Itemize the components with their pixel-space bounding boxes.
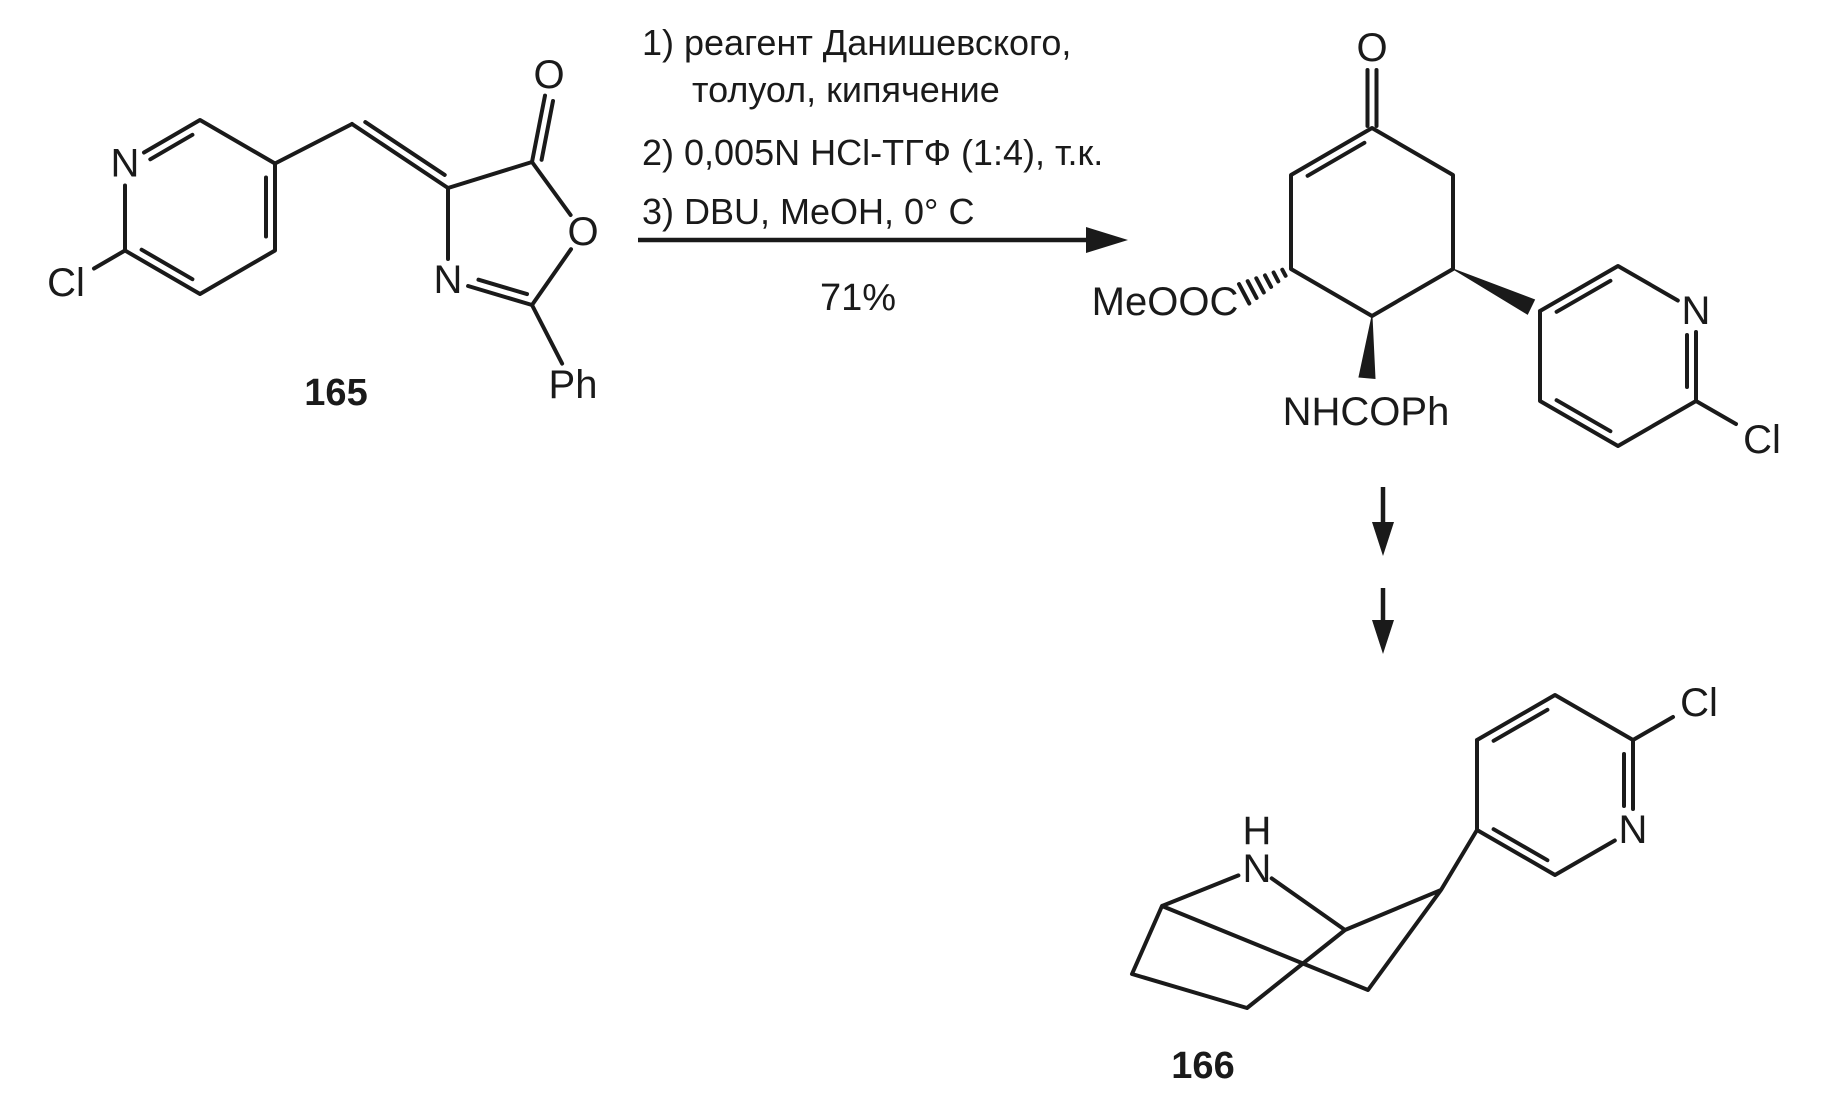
ring-alkene-inner-line bbox=[1305, 140, 1367, 178]
cl-bond bbox=[92, 248, 127, 271]
hash-stroke-6 bbox=[1237, 282, 1252, 306]
final-pyridine-double-inner-lines bbox=[1491, 707, 1626, 863]
condition-step1-line2: толуол, кипячение bbox=[692, 69, 1000, 110]
multistep-arrow-1-head bbox=[1372, 522, 1394, 556]
compound-166-number: 166 bbox=[1171, 1045, 1234, 1087]
pyridyl-bold-wedge bbox=[1452, 268, 1536, 315]
ester-group-label: MeOOC bbox=[1092, 280, 1239, 324]
yield-label: 71% bbox=[820, 277, 896, 319]
oxazolone-carbonyl-o-label: O bbox=[533, 53, 564, 97]
pyridine-double-bond-inner-lines bbox=[139, 132, 268, 282]
final-pyridine-n-label: N bbox=[1619, 808, 1648, 852]
phenyl-label: Ph bbox=[549, 363, 598, 407]
exocyclic-double-bond-2 bbox=[363, 120, 447, 177]
amide-group-label: NHCOPh bbox=[1283, 390, 1450, 434]
ketone-o-label: O bbox=[1356, 26, 1387, 70]
phenyl-bond bbox=[530, 303, 565, 366]
reaction-arrow-head bbox=[1086, 227, 1128, 253]
exocyclic-double-bond-1 bbox=[350, 122, 450, 190]
intermediate-cl-bond bbox=[1694, 399, 1738, 426]
oxazolone-cn-double-inner bbox=[476, 277, 529, 297]
carbonyl-double-bond-1 bbox=[530, 93, 547, 164]
oxazolone-ring-bonds bbox=[446, 160, 573, 307]
condition-step1-line1: 1) реагент Данишевского, bbox=[642, 22, 1071, 63]
reaction-conditions: 1) реагент Данишевского, толуол, кипячен… bbox=[638, 22, 1128, 319]
hash-stroke-4 bbox=[1254, 276, 1266, 295]
oxazolone-ring-o-label: O bbox=[567, 210, 598, 254]
hash-stroke-2 bbox=[1271, 270, 1281, 284]
pyridine-cl-label: Cl bbox=[47, 261, 85, 305]
intermediate-product: O MeOOC NHCOPh N Cl bbox=[1092, 26, 1781, 462]
oxazolone-ring-n-label: N bbox=[434, 258, 463, 302]
condition-step3: 3) DBU, MeOH, 0° C bbox=[642, 191, 974, 232]
condition-step2: 2) 0,005N HCl-ТГФ (1:4), т.к. bbox=[642, 132, 1103, 173]
compound-165-number: 165 bbox=[304, 372, 367, 414]
compound-165: N Cl O O N Ph 165 bbox=[47, 53, 598, 414]
final-pyridine-cl-label: Cl bbox=[1680, 681, 1718, 725]
compound-166: H N Cl N 166 bbox=[1130, 681, 1718, 1087]
pyridine-ring-bonds bbox=[123, 118, 277, 296]
intermediate-pyridine-double-inner-lines bbox=[1554, 278, 1689, 434]
pyridine-n-label: N bbox=[111, 142, 140, 186]
cyclohexenone-ring-bonds bbox=[1289, 126, 1455, 318]
intermediate-pyridine-ring-bonds bbox=[1538, 264, 1698, 448]
amide-bold-wedge bbox=[1358, 315, 1376, 379]
ring-to-methine-bond bbox=[273, 122, 354, 166]
hash-stroke-3 bbox=[1263, 273, 1274, 289]
intermediate-pyridine-cl-label: Cl bbox=[1743, 418, 1781, 462]
amine-n-label: N bbox=[1243, 847, 1272, 891]
azabicycle-bonds bbox=[1130, 828, 1479, 1010]
multistep-arrow-2-head bbox=[1372, 620, 1394, 654]
ester-hash-wedge bbox=[1237, 267, 1288, 306]
final-pyridine-ring-bonds bbox=[1475, 693, 1635, 877]
multistep-arrows bbox=[1372, 487, 1394, 654]
final-cl-bond bbox=[1631, 715, 1675, 742]
carbonyl-double-bond-2 bbox=[539, 99, 555, 162]
intermediate-pyridine-n-label: N bbox=[1682, 289, 1711, 333]
hash-stroke-5 bbox=[1245, 279, 1259, 300]
amine-h-label: H bbox=[1243, 809, 1272, 853]
hash-stroke-1 bbox=[1280, 267, 1288, 278]
